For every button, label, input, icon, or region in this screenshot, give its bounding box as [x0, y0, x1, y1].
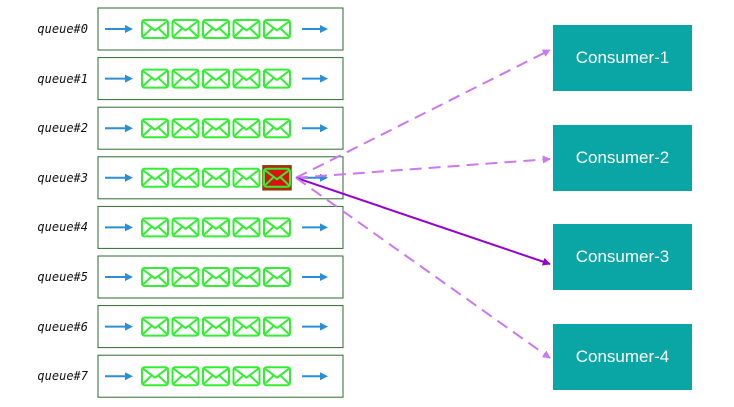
envelope-icon: [141, 217, 169, 238]
arrow-right-icon: [105, 25, 133, 33]
envelope-icon: [202, 366, 230, 387]
envelope-icon: [141, 366, 169, 387]
envelope-icon: [141, 118, 169, 139]
envelope-icon: [141, 316, 169, 337]
consumer-box: Consumer-3: [553, 224, 692, 290]
envelope-icon: [202, 68, 230, 89]
queue-label: queue#4: [37, 220, 88, 235]
envelope-icon: [171, 167, 200, 188]
envelope-icon: [263, 68, 291, 89]
queue-label: queue#0: [37, 22, 88, 36]
queue-row: [97, 205, 344, 249]
queue-label: queue#1: [37, 71, 88, 86]
solid-link-arrow: [295, 176, 551, 266]
envelope-icon: [202, 19, 230, 39]
envelope-icon: [232, 68, 261, 89]
envelope-icon: [171, 118, 200, 139]
consumer-box: Consumer-4: [553, 324, 692, 390]
envelope-icon: [232, 19, 261, 39]
dashed-link-arrow: [295, 176, 551, 359]
envelope-icon: [263, 118, 291, 139]
arrow-right-icon: [302, 124, 328, 133]
envelope-icon: [171, 217, 200, 238]
queue-row: [97, 7, 344, 51]
envelope-icon: [202, 267, 230, 287]
queue-label: queue#7: [37, 369, 88, 384]
envelope-icon: [171, 267, 200, 287]
queue-row: [97, 354, 344, 398]
envelope-icon: [232, 316, 261, 337]
envelope-icon: [202, 167, 230, 188]
queue-label: queue#5: [37, 270, 88, 284]
envelope-icon: [202, 217, 230, 238]
envelope-icon: [141, 19, 169, 39]
envelope-icon: [232, 366, 261, 387]
arrow-right-icon: [302, 372, 328, 381]
consumer-box: Consumer-2: [553, 125, 692, 191]
arrow-right-icon: [105, 372, 133, 381]
envelope-icon: [171, 68, 200, 89]
queue-row: [97, 106, 344, 150]
envelope-icon: [202, 316, 230, 337]
queue-label: queue#2: [37, 121, 88, 136]
arrow-right-icon: [105, 223, 133, 232]
dashed-link-arrow: [295, 155, 551, 179]
envelope-icon: [263, 217, 291, 238]
envelope-icon: [202, 118, 230, 139]
dashed-link-arrow: [295, 49, 551, 179]
queue-label: queue#3: [37, 170, 88, 185]
envelope-icon: [263, 19, 291, 39]
queue-row: [97, 156, 344, 200]
queue-row: [97, 255, 344, 299]
envelope-icon: [171, 316, 200, 337]
envelope-icon: [171, 19, 200, 39]
envelope-icon: [171, 366, 200, 387]
envelope-icon: [141, 68, 169, 89]
envelope-icon: [141, 167, 169, 188]
consumer-box: Consumer-1: [553, 25, 692, 91]
arrow-right-icon: [105, 74, 133, 83]
arrow-right-icon: [302, 25, 328, 33]
envelope-icon: [232, 217, 261, 238]
arrow-right-icon: [105, 124, 133, 133]
queue-row: [97, 57, 344, 101]
consumer-links: [295, 49, 551, 359]
highlighted-envelope-icon: [262, 165, 292, 191]
envelope-icon: [232, 118, 261, 139]
arrow-right-icon: [302, 223, 328, 232]
queue-label: queue#6: [37, 319, 88, 334]
queue-row: [97, 305, 344, 349]
arrow-right-icon: [302, 273, 328, 281]
arrow-right-icon: [105, 173, 133, 182]
envelope-icon: [263, 316, 291, 337]
envelope-icon: [232, 167, 261, 188]
envelope-icon: [263, 366, 291, 387]
envelope-icon: [141, 267, 169, 287]
arrow-right-icon: [105, 273, 133, 281]
arrow-right-icon: [302, 322, 328, 331]
envelope-icon: [232, 267, 261, 287]
queues: [97, 7, 344, 398]
arrow-right-icon: [105, 322, 133, 331]
envelope-icon: [263, 267, 291, 287]
arrow-right-icon: [302, 74, 328, 83]
